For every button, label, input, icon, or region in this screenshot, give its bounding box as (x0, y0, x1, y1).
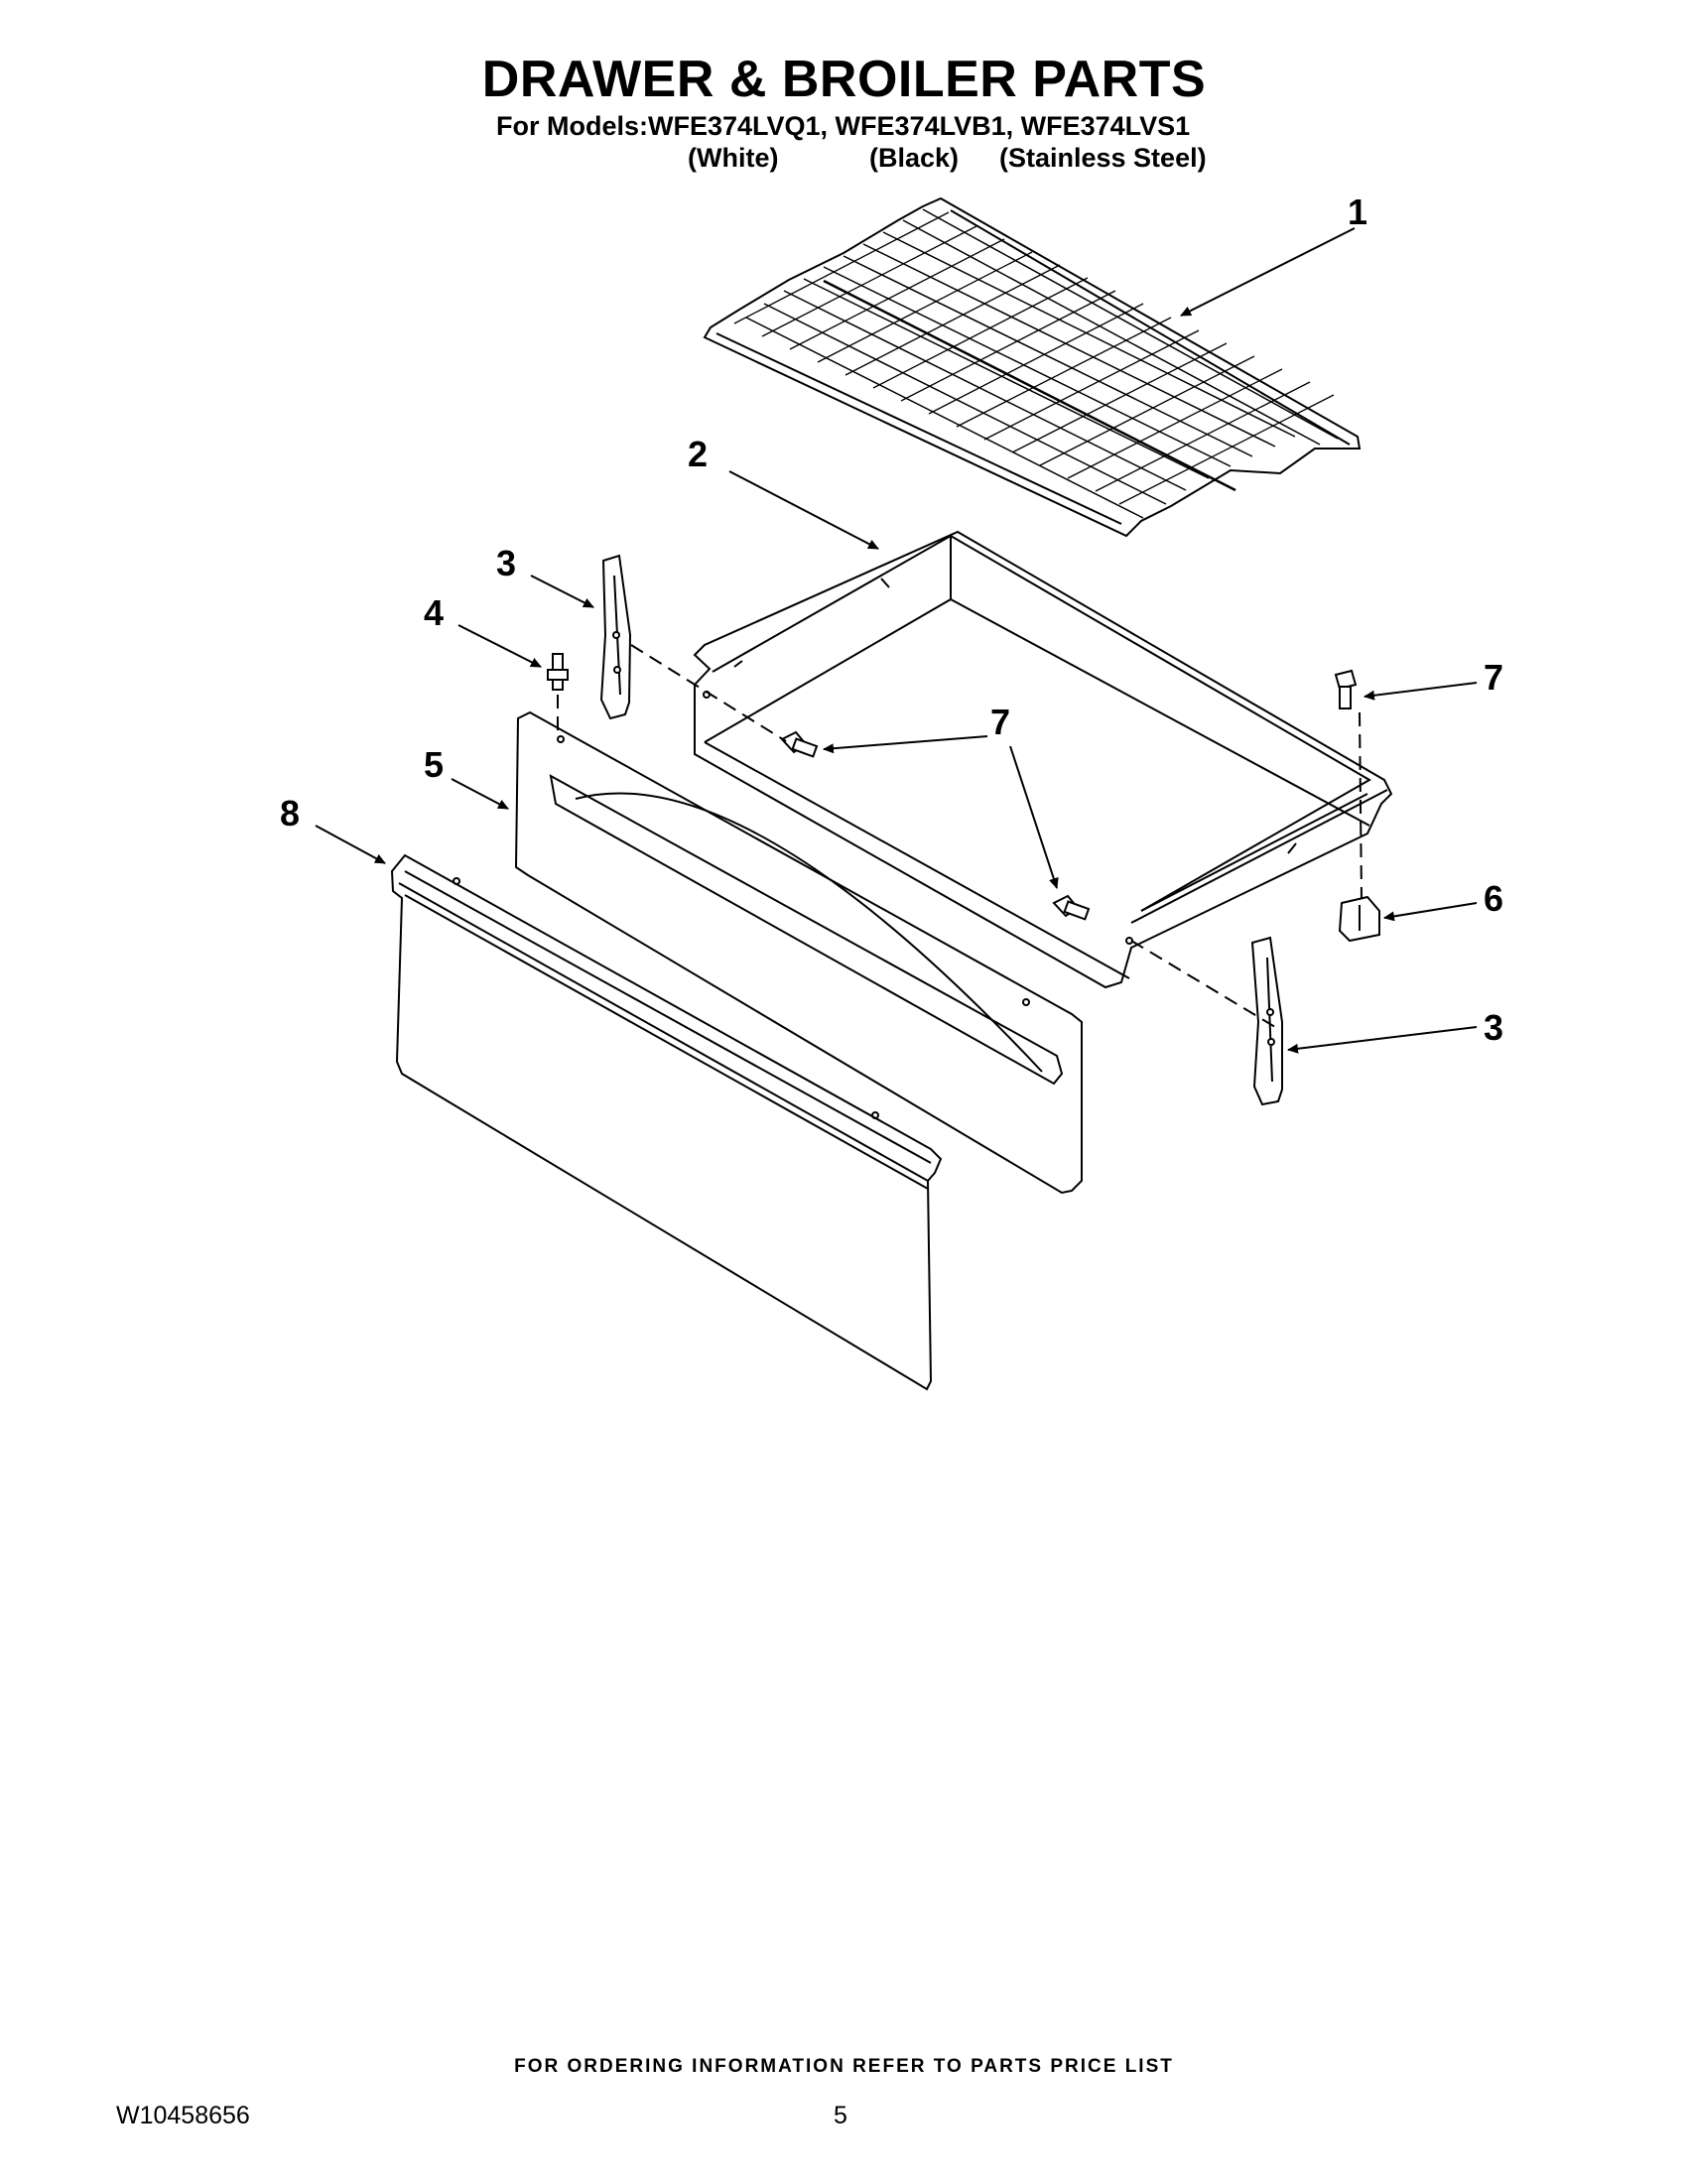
callout-5: 5 (424, 744, 444, 785)
screw-icon (780, 730, 819, 758)
page-title: DRAWER & BROILER PARTS (481, 51, 1207, 108)
screw-icon (1334, 669, 1358, 709)
ordering-note: FOR ORDERING INFORMATION REFER TO PARTS … (514, 2056, 1174, 2077)
callout-4: 4 (424, 592, 444, 633)
page-number: 5 (834, 2102, 847, 2129)
callout-8: 8 (280, 793, 300, 834)
callout-7-center: 7 (990, 702, 1010, 742)
variant-white: (White) (688, 143, 779, 173)
assembly-lines (557, 644, 1363, 1028)
broiler-grid-icon (703, 196, 1362, 538)
document-number: W10458656 (116, 2102, 250, 2129)
drawer-glide-icon (1250, 936, 1283, 1106)
drawer-front-icon (390, 853, 943, 1391)
callout-1: 1 (1348, 192, 1367, 232)
drawer-glide-icon (599, 554, 632, 720)
pin-icon (547, 653, 569, 691)
models-line: For Models:WFE374LVQ1, WFE374LVB1, WFE37… (496, 111, 1191, 141)
variant-stainless: (Stainless Steel) (999, 143, 1207, 173)
callout-3-left: 3 (496, 543, 516, 583)
callout-2: 2 (688, 434, 708, 474)
clip-icon (1338, 895, 1380, 943)
callout-7-right: 7 (1484, 657, 1503, 698)
callout-6: 6 (1484, 878, 1503, 919)
variant-black: (Black) (869, 143, 960, 173)
screw-icon (1052, 894, 1091, 921)
callout-3-right: 3 (1484, 1007, 1503, 1048)
drawer-icon (693, 530, 1393, 989)
leader-lines (315, 227, 1478, 1054)
drawer-panel-icon (514, 710, 1083, 1195)
